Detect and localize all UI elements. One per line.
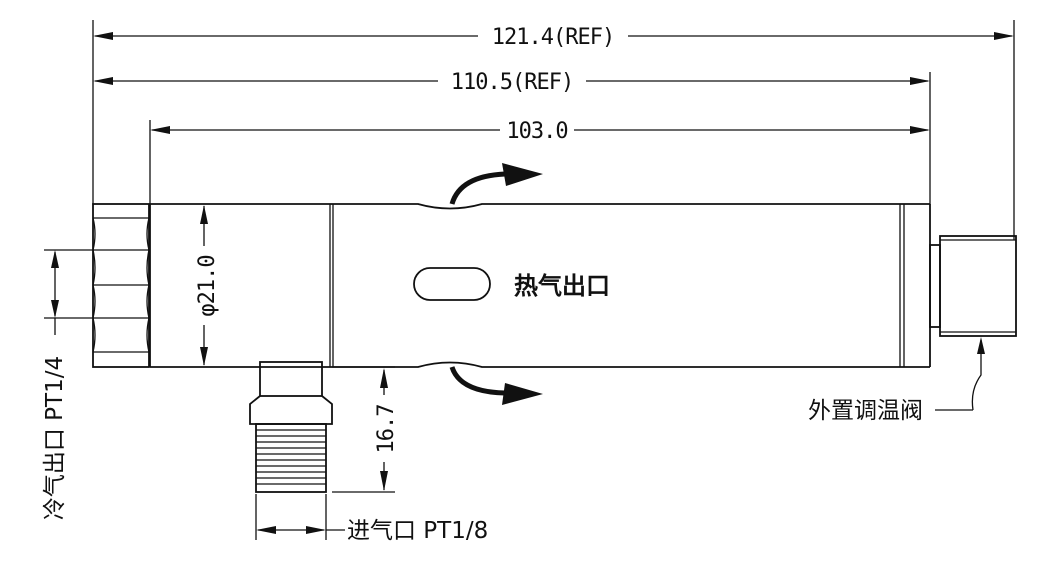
- dim-body-with-nut-label: 110.5(REF): [451, 70, 573, 95]
- dim-overall-label: 121.4(REF): [492, 25, 614, 50]
- adjust-valve: 外置调温阀: [808, 235, 1017, 424]
- dim-body: 103.0: [149, 119, 930, 205]
- dim-body-label: 103.0: [506, 119, 567, 144]
- dim-inlet-thread: 进气口 PT1/8: [255, 494, 488, 544]
- hot-outlet-label: 热气出口: [514, 272, 610, 300]
- inlet-fitting: [249, 361, 333, 493]
- hot-outlet-slot: [413, 267, 491, 301]
- dim-diameter: φ21.0: [195, 205, 220, 366]
- hot-air-arrows: [449, 163, 543, 405]
- dim-body-with-nut: 110.5(REF): [93, 70, 931, 205]
- dim-overall: 121.4(REF): [92, 20, 1015, 240]
- dim-cold-outlet: 冷气出口 PT1/4: [42, 249, 93, 520]
- tube-body: [149, 203, 931, 368]
- valve-label: 外置调温阀: [808, 398, 923, 424]
- dim-inlet-offset-label: 16.7: [374, 405, 399, 454]
- inlet-label: 进气口 PT1/8: [347, 518, 488, 544]
- dim-diameter-label: φ21.0: [195, 255, 220, 316]
- inlet-thread: [256, 429, 326, 485]
- dim-inlet-offset: 16.7: [332, 366, 399, 493]
- hex-nut: [92, 203, 150, 368]
- cold-outlet-label: 冷气出口 PT1/4: [42, 356, 68, 520]
